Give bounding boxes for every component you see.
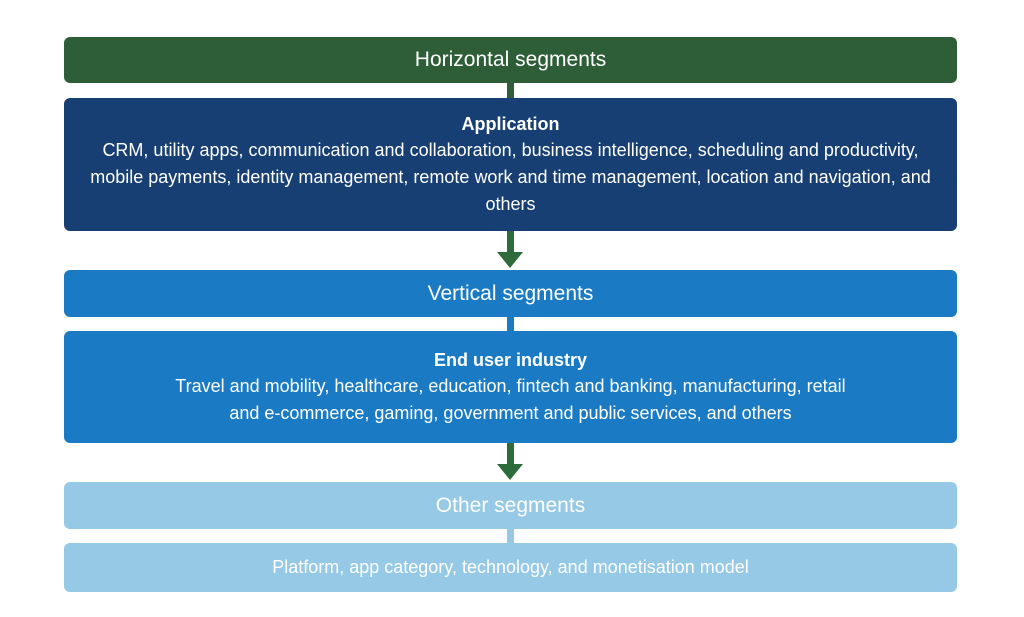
other-segments-box: Platform, app category, technology, and … [64, 543, 957, 592]
arrow-down-icon [497, 252, 523, 268]
arrow-shaft-2 [507, 442, 514, 468]
end-user-industry-box: End user industry Travel and mobility, h… [64, 331, 957, 443]
connector-vertical [507, 316, 514, 332]
end-user-industry-title: End user industry [433, 350, 588, 370]
application-text: CRM, utility apps, communication and col… [90, 140, 931, 214]
other-segments-header: Other segments [64, 482, 957, 529]
arrow-shaft-1 [507, 230, 514, 256]
vertical-segments-header: Vertical segments [64, 270, 957, 317]
vertical-segments-label: Vertical segments [427, 281, 594, 305]
horizontal-segments-label: Horizontal segments [414, 48, 607, 71]
connector-horizontal [507, 82, 514, 100]
connector-other [507, 528, 514, 544]
horizontal-segments-header: Horizontal segments [64, 37, 957, 83]
application-title: Application [461, 114, 560, 134]
application-box: Application CRM, utility apps, communica… [64, 98, 957, 231]
end-user-industry-text: Travel and mobility, healthcare, educati… [175, 376, 846, 423]
other-segments-text: Platform, app category, technology, and … [272, 557, 749, 577]
other-segments-label: Other segments [435, 493, 586, 517]
arrow-down-icon [497, 464, 523, 480]
